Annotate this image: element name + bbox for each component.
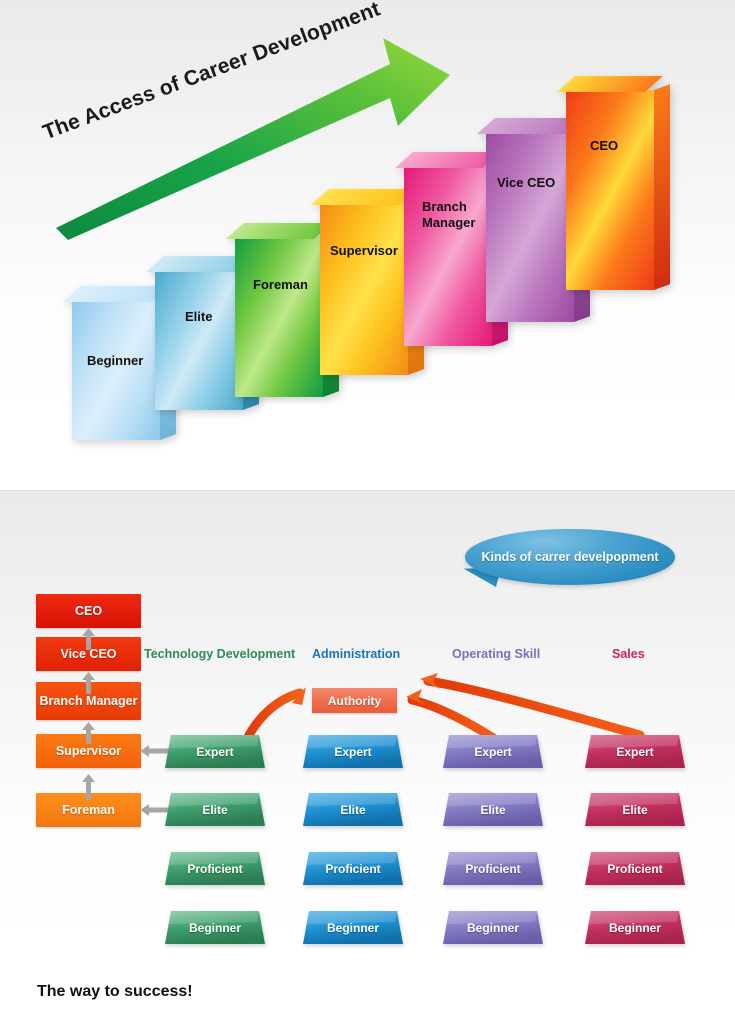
speech-bubble-oval (465, 529, 675, 585)
cell-administration-beginner[interactable]: Beginner (303, 911, 403, 944)
cell-label: Proficient (325, 861, 381, 876)
cell-label: Proficient (465, 861, 521, 876)
cell-technology-development-beginner[interactable]: Beginner (165, 911, 265, 944)
bar-top (63, 286, 169, 302)
career-ladder-chart: The Access of Career Development (0, 0, 735, 490)
cell-label: Expert (334, 744, 372, 759)
bar-top (311, 189, 417, 205)
column-header-operating-skill: Operating Skill (452, 647, 540, 661)
cell-label: Beginner (188, 920, 241, 935)
bar-beginner (63, 286, 176, 440)
cell-administration-proficient[interactable]: Proficient (303, 852, 403, 885)
column-header-label: Administration (312, 647, 401, 661)
bar-face (404, 166, 492, 346)
cell-label: Elite (340, 802, 366, 817)
bar-face (486, 132, 574, 322)
cell-label: Elite (202, 802, 228, 817)
rank-label: Branch Manager (39, 694, 138, 708)
bar-face (320, 203, 408, 375)
bar-face (235, 237, 323, 397)
column-header-technology-development: Technology Development (144, 647, 295, 661)
bar-label-foreman: Foreman (253, 277, 308, 292)
bar-foreman (226, 223, 339, 397)
cell-label: Beginner (326, 920, 379, 935)
cell-label: Expert (196, 744, 234, 759)
bar-label-vice-ceo: Vice CEO (497, 175, 556, 190)
bar-elite (146, 256, 259, 410)
speech-bubble-text: Kinds of carrer develpopment (481, 550, 659, 564)
cell-technology-development-elite[interactable]: Elite (165, 793, 265, 826)
cell-sales-beginner[interactable]: Beginner (585, 911, 685, 944)
cell-operating-skill-expert[interactable]: Expert (443, 735, 543, 768)
bar-label-elite: Elite (185, 309, 213, 324)
bar-ceo (557, 76, 670, 290)
cell-technology-development-expert[interactable]: Expert (165, 735, 265, 768)
bar-supervisor (311, 189, 424, 375)
rank-label: Foreman (62, 803, 115, 817)
rank-box-foreman[interactable]: Foreman (36, 793, 141, 827)
bar-vice-ceo (477, 118, 590, 322)
column-header-label: Operating Skill (452, 647, 541, 661)
speech-bubble: Kinds of carrer develpopment (461, 529, 675, 588)
bar-face (72, 300, 160, 440)
rank-box-ceo[interactable]: CEO (36, 594, 141, 628)
authority-box[interactable]: Authority (312, 688, 397, 713)
bar-branch-manager (395, 152, 508, 346)
cell-administration-elite[interactable]: Elite (303, 793, 403, 826)
column-header-sales: Sales (612, 647, 645, 661)
bar-top (557, 76, 663, 92)
cell-sales-elite[interactable]: Elite (585, 793, 685, 826)
up-arrow-icon (81, 722, 96, 744)
bar-side (654, 84, 670, 290)
cell-operating-skill-proficient[interactable]: Proficient (443, 852, 543, 885)
rank-label: Vice CEO (60, 647, 117, 661)
bar-top (226, 223, 332, 239)
cell-label: Elite (622, 802, 648, 817)
left-arrow-icon (140, 744, 170, 758)
bar-face (155, 270, 243, 410)
rank-label: Supervisor (55, 744, 122, 758)
left-arrow-icon (140, 803, 170, 817)
green-growth-arrow (38, 28, 458, 240)
cell-operating-skill-elite[interactable]: Elite (443, 793, 543, 826)
column-header-label: Sales (612, 647, 645, 661)
footer-text: The way to success! (37, 983, 193, 1000)
column-header-administration: Administration (312, 647, 400, 661)
bar-label-beginner: Beginner (87, 353, 144, 368)
up-arrow-icon (81, 628, 96, 650)
cell-label: Beginner (466, 920, 519, 935)
bar-label-ceo: CEO (590, 138, 619, 153)
rank-label: CEO (74, 604, 103, 618)
bar-face (566, 90, 654, 290)
cell-label: Expert (616, 744, 654, 759)
bar-label-branch-manager: Branch Manager (422, 199, 476, 230)
cell-label: Proficient (607, 861, 663, 876)
up-arrow-icon (81, 672, 96, 694)
column-header-label: Technology Development (144, 647, 296, 661)
cell-label: Elite (480, 802, 506, 817)
authority-label: Authority (327, 693, 382, 708)
cell-operating-skill-beginner[interactable]: Beginner (443, 911, 543, 944)
cell-label: Expert (474, 744, 512, 759)
bar-label-supervisor: Supervisor (330, 243, 398, 258)
cell-label: Beginner (608, 920, 661, 935)
cell-sales-proficient[interactable]: Proficient (585, 852, 685, 885)
top-panel: The Access of Career Development (0, 0, 735, 491)
cell-sales-expert[interactable]: Expert (585, 735, 685, 768)
cell-administration-expert[interactable]: Expert (303, 735, 403, 768)
up-arrow-icon (81, 774, 96, 800)
cell-technology-development-proficient[interactable]: Proficient (165, 852, 265, 885)
cell-label: Proficient (187, 861, 243, 876)
